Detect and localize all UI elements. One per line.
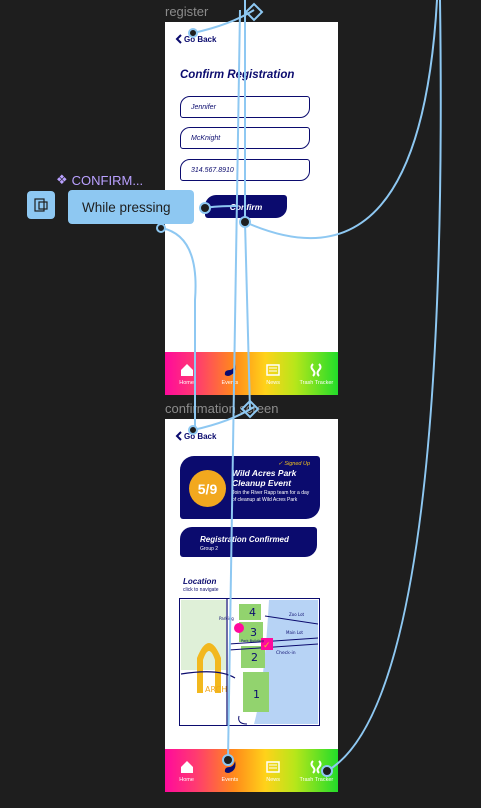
event-date: 5/9 [189,470,226,507]
news-icon [266,760,280,773]
events-icon [224,760,236,773]
home-icon [180,760,193,773]
last-name-field[interactable]: McKnight [180,127,310,149]
tab-bar: Home Events News Trash Tracker [165,749,338,792]
tab-events-label: Events [221,776,239,783]
tab-trash-tracker-label: Trash Tracker [299,776,334,783]
overlay-icon [34,198,48,212]
location-hint: click to navigate [183,587,219,593]
event-card[interactable]: ✓ Signed Up 5/9 Wild Acres Park Cleanup … [180,456,320,519]
frame-label-register[interactable]: register [165,4,209,19]
signed-up-badge: ✓ Signed Up [278,461,310,467]
tab-events[interactable]: Events [210,759,250,783]
map-zone-3: 3 [250,626,257,639]
back-button[interactable]: Go Back [175,34,216,44]
connection-arrow [244,2,264,22]
tab-news-label: News [266,776,280,783]
map-arch-label: ARCH [205,685,227,694]
registration-title: Registration Confirmed [200,535,289,544]
map-check-in-label: Check-in [276,650,296,656]
map-parking-label: Parking [219,616,234,621]
registration-card: Registration Confirmed Group 2 [180,527,317,557]
page-title: Confirm Registration [180,69,295,81]
tab-news[interactable]: News [253,362,293,386]
tab-trash-tracker[interactable]: Trash Tracker [296,362,336,386]
event-description: Join the River Rapp team for a day of cl… [232,490,310,503]
tab-news-label: News [266,379,280,386]
component-instance-label[interactable]: ❖ CONFIRM... [56,172,143,188]
chevron-left-icon [175,34,182,44]
component-icon: ❖ [56,172,68,187]
tab-home-label: Home [179,379,194,386]
connection-trash-tracker [326,0,442,772]
tab-trash-tracker[interactable]: Trash Tracker [296,759,336,783]
connection-node[interactable] [156,223,166,233]
first-name-field[interactable]: Jennifer [180,96,310,118]
frame-label-confirmation[interactable]: confirmation screen [165,401,279,416]
news-icon [266,363,280,376]
tab-events-label: Events [221,379,239,386]
park-map[interactable]: 4 3 2 1 ARCH ✓ Check-in Parking Zoo Lot … [179,598,320,726]
registration-group: Group 2 [200,546,219,552]
map-zone-2: 2 [251,651,258,664]
interaction-trigger[interactable]: While pressing [68,190,194,224]
tab-home[interactable]: Home [167,362,207,386]
event-title: Wild Acres Park Cleanup Event [232,468,297,488]
map-zone-1: 1 [253,688,260,701]
component-name: CONFIRM... [71,172,144,188]
tab-events[interactable]: Events [210,362,250,386]
home-icon [180,363,193,376]
map-main-lot-label: Main Lot [286,630,303,635]
confirmation-screen: Go Back ✓ Signed Up 5/9 Wild Acres Park … [165,419,338,792]
signed-up-label: Signed Up [284,461,310,467]
phone-field[interactable]: 314.567.8910 [180,159,310,181]
tab-news[interactable]: News [253,759,293,783]
tab-bar: Home Events News Trash Tracker [165,352,338,395]
map-zoo-label: Zoo Lot [289,612,305,617]
events-icon [224,363,236,376]
trigger-type-icon[interactable] [27,191,55,219]
tab-trash-tracker-label: Trash Tracker [299,379,334,386]
back-button[interactable]: Go Back [175,431,216,441]
map-park-building-label: Park Building [241,639,264,643]
chevron-left-icon [175,431,182,441]
back-label: Go Back [184,34,217,44]
back-label: Go Back [184,431,217,441]
map-check-icon: ✓ [263,641,271,651]
trash-tracker-icon [310,362,322,377]
map-zone-4: 4 [249,606,256,619]
location-title: Location [183,577,217,586]
trash-tracker-icon [310,759,322,774]
tab-home-label: Home [179,776,194,783]
confirm-button[interactable]: Confirm [205,195,287,218]
tab-home[interactable]: Home [167,759,207,783]
